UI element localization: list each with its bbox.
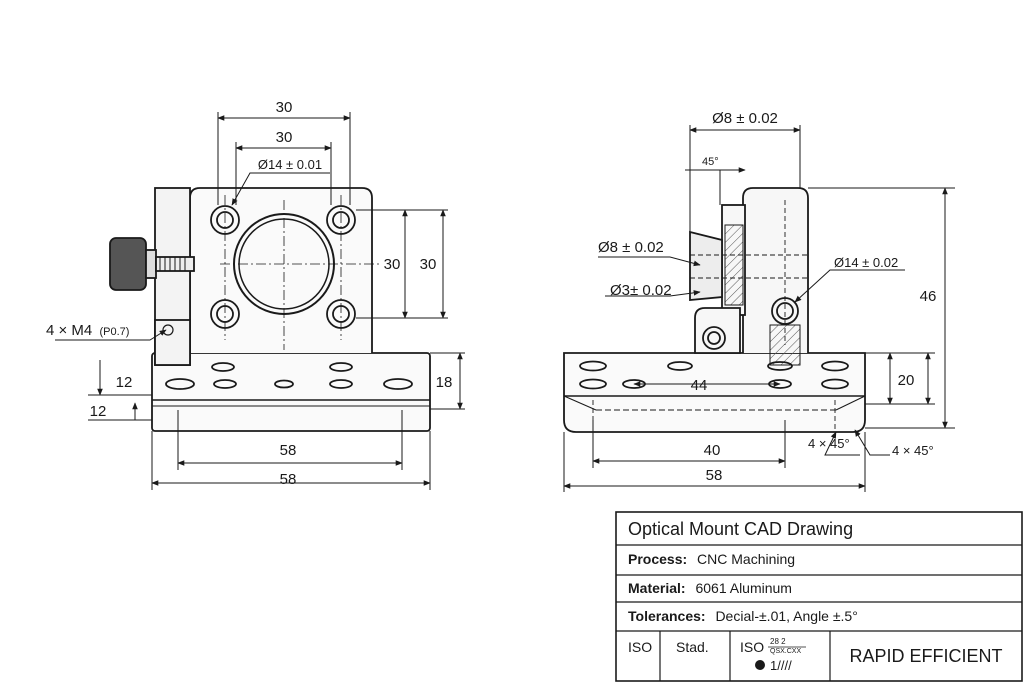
side-left-dia-a: Ø8 ± 0.02 [598, 239, 664, 256]
front-left-dim-b: 12 [90, 403, 107, 420]
front-left-dim-a: 12 [116, 374, 133, 391]
title-block-material: Material: 6061 Aluminum [628, 580, 792, 596]
front-thread-note: 4 × M4 (P0.7) [46, 322, 129, 339]
title-block-iso-frac-bottom: QSX.CXX [770, 648, 801, 655]
thread-note-main: 4 × M4 [46, 322, 92, 339]
tolerances-label: Tolerances: [628, 608, 706, 624]
projection-symbol-icon [755, 660, 765, 670]
side-chamfer-outer: 4 × 45° [892, 443, 934, 458]
side-chamfer-angle: 45° [702, 156, 719, 168]
side-inner-width: 40 [704, 442, 721, 459]
side-overall-width: 58 [706, 467, 723, 484]
front-bore-note: Ø14 ± 0.01 [258, 157, 322, 172]
title-block-iso: ISO [628, 639, 652, 655]
front-dim-top-outer: 30 [276, 99, 293, 116]
title-block-process: Process: CNC Machining [628, 551, 795, 567]
side-hidden-lines [592, 200, 836, 430]
front-dim-top-inner: 30 [276, 129, 293, 146]
side-dimensions [563, 125, 955, 492]
title-block-title: Optical Mount CAD Drawing [628, 519, 853, 539]
front-width-inner: 58 [280, 442, 297, 459]
title-block-iso-std: ISO [740, 639, 764, 655]
front-width-outer: 58 [280, 471, 297, 488]
title-block-company: RAPID EFFICIENT [849, 646, 1002, 666]
side-left-dia-b: Ø3± 0.02 [610, 282, 672, 299]
front-vert-inner: 30 [384, 256, 401, 273]
process-value: CNC Machining [697, 551, 795, 567]
front-centerlines [220, 195, 380, 350]
side-view [563, 187, 866, 433]
title-block-tolerances: Tolerances: Decial-±.01, Angle ±.5° [628, 608, 858, 624]
front-height-base: 18 [436, 374, 453, 391]
front-vert-outer: 30 [420, 256, 437, 273]
side-right-dia: Ø14 ± 0.02 [834, 255, 898, 270]
front-view [109, 187, 431, 432]
side-height-total: 46 [920, 288, 937, 305]
process-label: Process: [628, 551, 687, 567]
material-value: 6061 Aluminum [695, 580, 792, 596]
side-height-base: 20 [898, 372, 915, 389]
title-block: Optical Mount CAD Drawing Process: CNC M… [615, 511, 1023, 682]
side-hole-spacing: 44 [691, 377, 708, 394]
material-label: Material: [628, 580, 686, 596]
front-dimensions [55, 112, 465, 490]
thread-note-pitch: (P0.7) [99, 326, 129, 338]
title-block-stad: Stad. [676, 639, 709, 655]
side-top-dia: Ø8 ± 0.02 [712, 110, 778, 127]
tolerances-value: Decial-±.01, Angle ±.5° [715, 608, 857, 624]
side-chamfer-inner: 4 × 45° [808, 436, 850, 451]
title-block-iso-symbol: 1//// [770, 658, 792, 673]
title-block-iso-frac-top: 28 2 [770, 637, 786, 646]
